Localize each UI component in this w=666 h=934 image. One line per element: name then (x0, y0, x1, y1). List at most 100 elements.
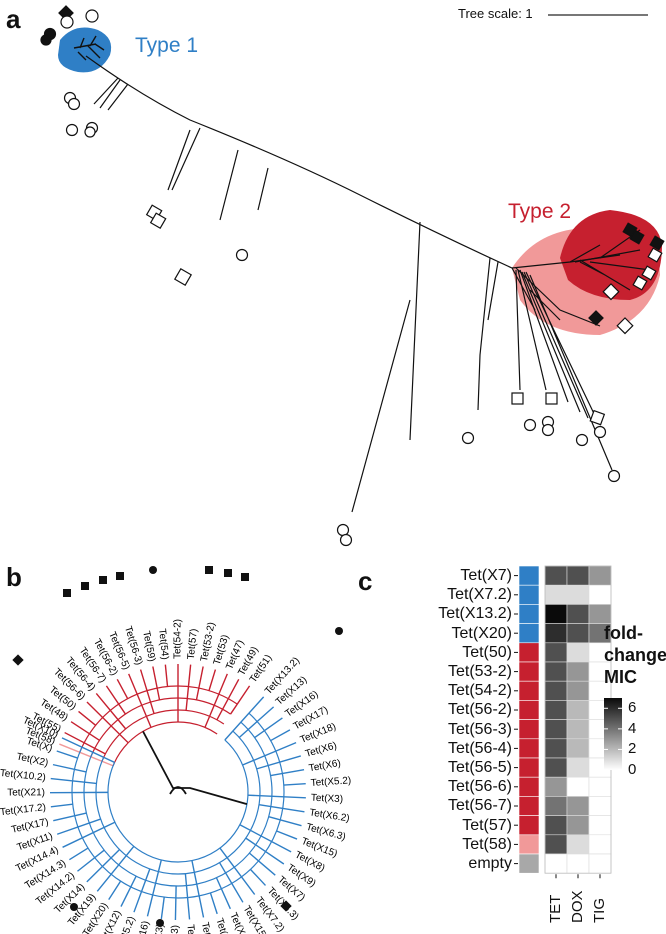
heatmap-cell (544, 815, 568, 836)
root-branch (142, 730, 248, 806)
blue-branch (68, 847, 89, 861)
red-branch (208, 669, 217, 691)
red-branch (229, 685, 251, 715)
heatmap-cell (544, 776, 568, 797)
blue-branch (239, 824, 292, 853)
blue-branch (52, 763, 87, 773)
heatmap-cell (566, 853, 590, 874)
type1-clade-blob (58, 27, 112, 73)
heatmap-cell (544, 853, 568, 874)
red-branch (78, 710, 97, 726)
blue-branch (283, 782, 306, 786)
group-cell (518, 661, 540, 682)
circular-tree-branches (49, 664, 306, 920)
circular-tree-symbols (12, 566, 343, 927)
heatmap-cell (544, 719, 568, 740)
group-cell (518, 719, 540, 740)
heatmap-row-label: Tet(57) (462, 816, 512, 834)
blue-branch (61, 737, 115, 764)
heatmap-cell (588, 796, 612, 816)
blue-branch (258, 804, 305, 813)
blue-branch (256, 755, 302, 770)
heatmap-row-label: Tet(X13.2) (438, 605, 512, 623)
blue-tip-label: Tet(X3) (151, 923, 166, 934)
blue-branch (50, 803, 73, 808)
type2-label: Type 2 (508, 200, 571, 223)
heatmap-cell (544, 661, 568, 682)
group-cell (518, 565, 540, 586)
group-cell (518, 738, 540, 759)
blue-branch (56, 750, 78, 759)
blue-branch (160, 897, 165, 920)
group-cell (518, 853, 540, 874)
blue-tip-label: Tet(X10.2) (0, 768, 46, 784)
blue-branch (270, 768, 305, 777)
heatmap-cell (588, 776, 612, 797)
heatmap-row-label: Tet(56-5) (447, 759, 512, 776)
blue-branch (62, 821, 116, 848)
heatmap-cell (588, 757, 612, 778)
heatmap-frame (544, 565, 612, 874)
heatmap-cell (566, 738, 590, 759)
group-cell (518, 623, 540, 644)
group-cell (518, 642, 540, 663)
heatmap-row-label: Tet(56-6) (447, 778, 512, 796)
blue-arc (95, 730, 261, 875)
heatmap-row-label: Tet(56-3) (447, 720, 512, 738)
heatmap-cell (566, 757, 590, 778)
legend-colorbar (604, 698, 622, 770)
heatmap-cell (588, 834, 612, 855)
group-cell (518, 584, 540, 605)
root-arc (169, 786, 187, 795)
group-cell (518, 680, 540, 701)
blue-branch (245, 837, 285, 865)
heatmap-cell (566, 584, 590, 605)
blue-branch (248, 852, 276, 876)
heatmap-cell (588, 604, 612, 624)
blue-branch (215, 877, 232, 910)
red-arc (112, 721, 218, 767)
heatmap-cell (566, 796, 590, 816)
blue-branch (96, 845, 135, 892)
blue-branch (191, 860, 205, 918)
red-branch (152, 666, 161, 700)
blue-branch (53, 812, 87, 822)
heatmap-cell (566, 834, 590, 855)
red-branch (164, 664, 169, 687)
heatmap-cell (544, 584, 568, 605)
heatmap-cell (588, 815, 612, 836)
blue-branch (254, 717, 283, 739)
blue-tip-label: Tet(X21) (7, 787, 45, 798)
heatmap-cell (588, 738, 612, 759)
blue-branch (133, 868, 151, 913)
heatmap-cell (588, 719, 612, 740)
blue-branch (238, 706, 275, 739)
blue-branch (184, 873, 191, 920)
blue-branch (242, 741, 297, 766)
group-cell (518, 757, 540, 778)
heatmap-row-label: Tet(53-2) (447, 663, 512, 680)
group-cell (518, 834, 540, 855)
tree-scale-label: Tree scale: 1 (458, 6, 533, 21)
heatmap-column-label: TIG (591, 898, 608, 924)
blue-tip-label: Tet(X2) (15, 751, 49, 769)
red-arc (101, 709, 225, 762)
heatmap-cell (544, 834, 568, 855)
heatmap-row-label: Tet(X20) (451, 624, 512, 642)
heatmap-column-label: DOX (569, 890, 586, 924)
heatmap-row-label: Tet(58) (462, 835, 512, 853)
heatmap-cell (566, 661, 590, 682)
heatmap-cell (566, 565, 590, 586)
blue-tip-label: Tet(X6.2) (309, 807, 351, 824)
circular-tree: Tet(58)Tet(55)Tet(48)Tet(50)Tet(56-6)Tet… (0, 566, 352, 934)
blue-tip-label: Tet(X3) (311, 793, 344, 805)
red-branch (195, 666, 204, 700)
heatmap-cell (566, 604, 590, 624)
tree-scale-bar (548, 14, 648, 16)
legend-tick-label: 4 (628, 719, 637, 737)
heatmap-cell (544, 680, 568, 701)
blue-branch (86, 849, 121, 883)
heatmap-cell (566, 719, 590, 740)
heatmap-cell (588, 853, 612, 874)
heatmap-row-label: Tet(X7.2) (447, 586, 512, 604)
